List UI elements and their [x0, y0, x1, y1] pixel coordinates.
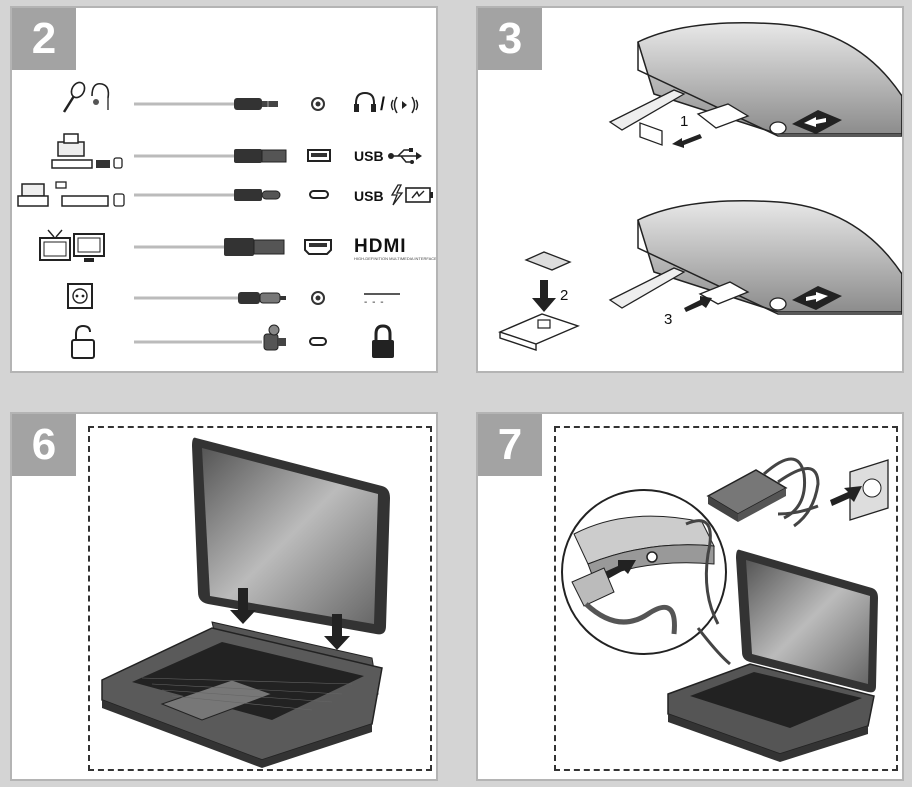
step-1-label: 1: [680, 113, 688, 130]
press-arrow-icon: [792, 110, 842, 134]
panel-number-badge: 7: [478, 414, 542, 476]
arrow-down-right-icon: [324, 614, 350, 650]
panel-3-sim-card: 3 1: [476, 6, 904, 373]
hdmi-port-icon: [304, 239, 332, 255]
usb-c-port-icon: [309, 190, 329, 199]
usb-a-plug: [234, 149, 287, 163]
step-2-label: 2: [560, 287, 568, 304]
tablet-with-keyboard: [667, 549, 878, 762]
ac-adapter: [706, 457, 820, 528]
power-outlet-icon: [849, 459, 889, 521]
dc-dashed-symbol: - - -: [364, 297, 385, 308]
press-arrow-icon: [792, 286, 842, 310]
printer-usbc-icon: [17, 181, 125, 207]
power-socket-icon: [67, 283, 93, 309]
speaker-wave-icon: [390, 96, 419, 114]
panel-number-badge: 2: [12, 8, 76, 70]
audio-port-icon: [311, 97, 325, 111]
hdmi-plug: [224, 238, 285, 256]
keyboard-dock: [101, 621, 383, 768]
arrow-to-outlet-icon: [830, 486, 862, 506]
mains-cable: [777, 504, 819, 516]
arrow-out-icon: [672, 134, 702, 148]
tablet-device: [192, 437, 390, 635]
dc-power-icon: - - -: [364, 293, 400, 308]
ports-diagram: / USB: [17, 81, 437, 359]
headset-icon: [91, 82, 110, 110]
docking-illustration: [101, 437, 390, 768]
usb-trident-icon: [388, 148, 422, 164]
arrow-down-icon: [532, 280, 556, 312]
lock-slot-icon: [309, 337, 327, 346]
panel-6-docking: 6: [10, 412, 438, 781]
usb-label: USB: [354, 148, 384, 164]
tv-icon: [39, 229, 71, 261]
keyboard-keys: [141, 677, 353, 711]
panel-number-badge: 6: [12, 414, 76, 476]
sim-tray-diagram: 1 2 3: [498, 22, 902, 351]
tablet-edge-top: [637, 22, 902, 146]
step-3-label: 3: [664, 311, 672, 328]
dc-cable: [696, 627, 731, 666]
headphone-icon: [354, 91, 376, 112]
panel-number-badge: 3: [478, 8, 542, 70]
charging-illustration: [561, 457, 889, 762]
hdmi-tagline: HIGH-DEFINITION MULTIMEDIA INTERFACE: [354, 256, 437, 261]
hdmi-logo: HDMI: [354, 236, 407, 257]
monitor-icon: [73, 233, 105, 262]
sim-tray-inserting: [608, 267, 750, 309]
dashed-frame: [88, 426, 432, 771]
usb-charge-icon: [390, 184, 404, 206]
padlock-open-icon: [71, 324, 95, 359]
slash-text: /: [380, 94, 385, 114]
tablet-edge-bottom: [637, 200, 902, 315]
sim-tray-ejected: [608, 89, 750, 131]
usb-a-port-icon: [307, 149, 331, 162]
sim-card-icon: [524, 251, 572, 271]
panel-7-charging: 7: [476, 412, 904, 781]
arrow-down-left-icon: [230, 588, 256, 624]
dc-plug: [238, 292, 286, 304]
magnified-port-view: [561, 489, 727, 655]
lock-plug: [263, 324, 286, 351]
arrow-in-icon: [684, 296, 712, 312]
usb-c-label: USB: [354, 188, 384, 204]
audio-jack-plug: [234, 98, 278, 110]
usb-c-plug: [234, 189, 281, 201]
battery-icon: [405, 187, 433, 203]
sim-tray-open: [498, 313, 580, 351]
microphone-icon: [62, 81, 86, 113]
panel-2-ports: 2 /: [10, 6, 438, 373]
dc-port-icon: [311, 291, 325, 305]
dashed-frame: [554, 426, 898, 771]
printer-icon: [51, 133, 123, 169]
padlock-closed-icon: [372, 324, 394, 358]
